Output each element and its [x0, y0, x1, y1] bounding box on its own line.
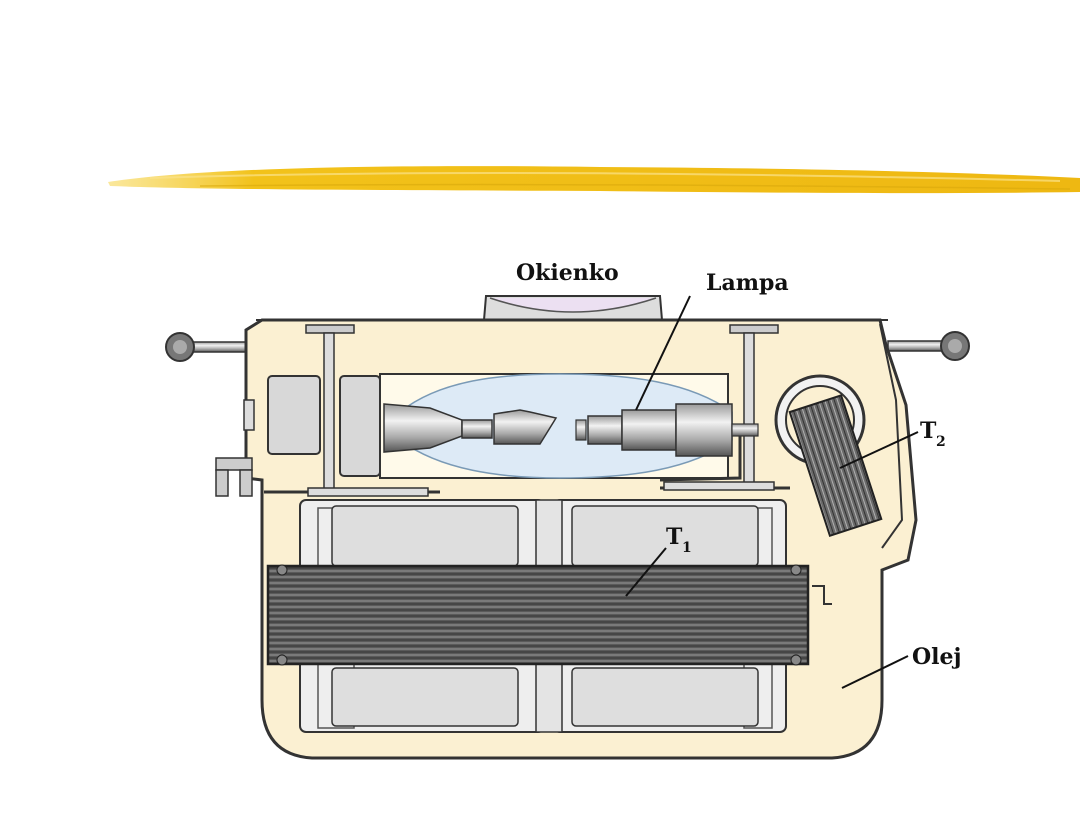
- right-handle: [887, 331, 970, 361]
- leader-lines: [625, 295, 919, 689]
- tube-floor-rail: [264, 481, 790, 497]
- label-t1-main: T: [666, 524, 683, 550]
- label-lampa: Lampa: [706, 270, 789, 296]
- cathode: [383, 403, 558, 453]
- label-okienko: Okienko: [516, 260, 619, 286]
- label-olej: Olej: [912, 644, 961, 670]
- accent-brush-stroke: [108, 166, 1080, 194]
- label-t1-sub: 1: [682, 540, 692, 556]
- anode: [575, 403, 759, 482]
- housing-right-wall: [879, 323, 904, 549]
- left-terminal-block: [267, 375, 381, 477]
- window-okienko: [482, 295, 664, 321]
- label-t2: T 2: [920, 418, 946, 450]
- label-t2-main: T: [920, 418, 937, 444]
- transformer-core: [266, 564, 810, 666]
- left-bracket: [215, 399, 255, 497]
- label-t1: T 1: [666, 524, 692, 556]
- label-t2-sub: 2: [936, 434, 946, 450]
- transformer-t1: [266, 499, 832, 733]
- left-handle: [165, 332, 251, 362]
